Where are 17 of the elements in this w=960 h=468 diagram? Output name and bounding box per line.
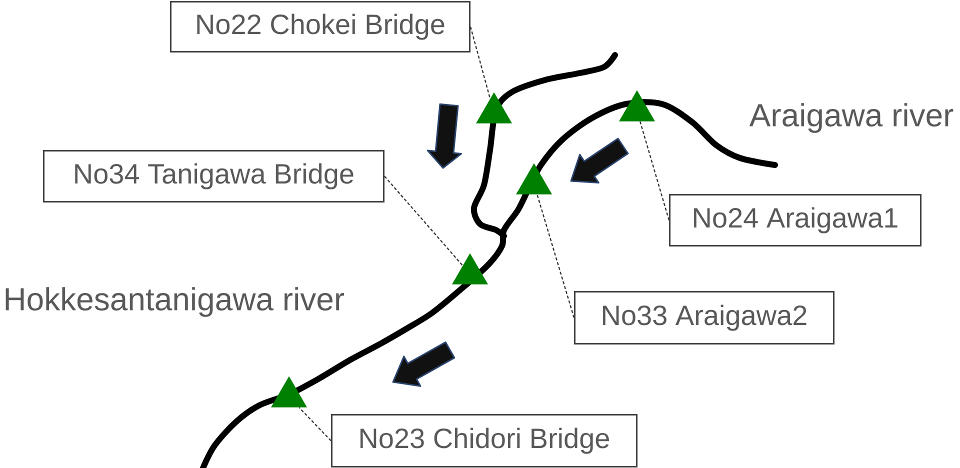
leader-line bbox=[536, 194, 575, 318]
label-box: No33 Araigawa2 bbox=[574, 291, 834, 344]
river-label: Araigawa river bbox=[749, 103, 954, 133]
leader-line bbox=[298, 407, 332, 442]
label-box: No23 Chidori Bridge bbox=[331, 414, 638, 468]
triangle-marker bbox=[271, 376, 308, 408]
label-box: No22 Chokei Bridge bbox=[170, 1, 470, 52]
leader-line bbox=[384, 176, 464, 266]
river-label: Hokkesantanigawa river bbox=[6, 287, 344, 317]
triangle-marker bbox=[619, 90, 656, 122]
triangle-marker bbox=[516, 163, 552, 194]
triangle-marker bbox=[476, 92, 512, 124]
label-box: No24 Araigawa1 bbox=[669, 194, 922, 246]
label-box: No34 Tanigawa Bridge bbox=[43, 150, 384, 202]
leader-line bbox=[640, 121, 670, 220]
leader-line bbox=[470, 26, 491, 99]
triangle-marker bbox=[452, 253, 488, 284]
